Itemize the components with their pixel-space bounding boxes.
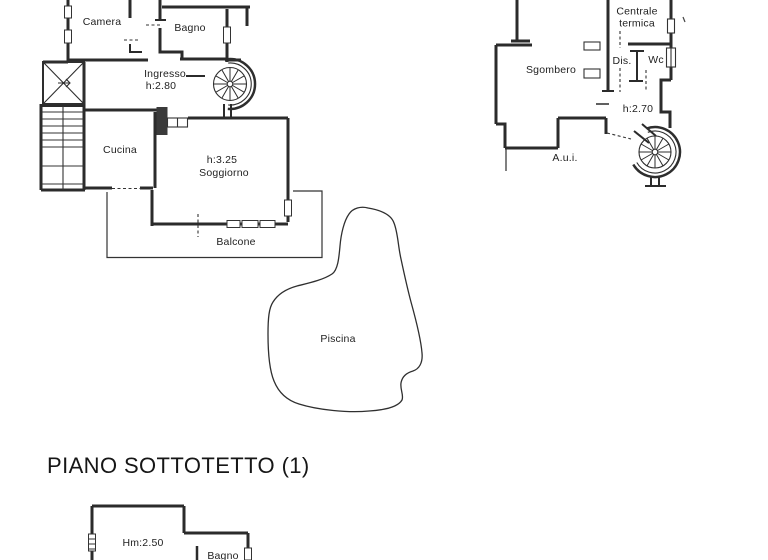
attic-plan-windows <box>88 533 252 560</box>
attic-plan-walls <box>90 504 250 560</box>
balcony-outline <box>106 190 323 259</box>
room-label-camera: Camera <box>82 16 122 28</box>
right-wing-thin-walls <box>505 50 666 187</box>
height-note-soggiorno: h:3.25 <box>206 154 238 166</box>
right-wing-walls <box>494 0 673 150</box>
scan-speck <box>682 16 686 23</box>
room-label-piscina: Piscina <box>320 333 356 345</box>
room-label-soggiorno: Soggiorno <box>199 167 249 179</box>
spiral-staircase-right <box>632 125 682 179</box>
height-note-ingresso: h:2.80 <box>145 80 177 92</box>
room-label-bagno: Bagno <box>174 22 206 34</box>
left-wing-thin-walls <box>41 19 232 117</box>
room-label-cucina: Cucina <box>103 144 137 156</box>
room-label-sgombero: Sgombero <box>525 64 577 76</box>
chimney-pillar <box>156 107 168 135</box>
room-label-attic-bagno: Bagno <box>207 550 239 560</box>
wall-detail <box>166 117 189 128</box>
room-label-wc: Wc <box>648 54 664 66</box>
room-label-aui: A.u.i. <box>552 152 578 164</box>
room-label-dis: Dis. <box>612 55 632 67</box>
height-note-right-wing: h:2.70 <box>622 103 654 115</box>
spiral-staircase-left <box>212 57 257 111</box>
room-label-ingresso: Ingresso <box>144 68 186 80</box>
pool-outline <box>267 206 423 413</box>
staircase-treads <box>41 106 84 190</box>
elevator-symbol <box>42 61 85 105</box>
room-label-balcone: Balcone <box>216 236 256 248</box>
door-opening-marks <box>112 24 199 237</box>
section-title: PIANO SOTTOTETTO (1) <box>47 453 310 478</box>
window-marks <box>64 5 292 228</box>
room-label-centrale-termica: Centrale termica <box>616 5 658 30</box>
height-note-attic: Hm:2.50 <box>122 537 164 549</box>
right-wing-fixtures <box>583 18 677 79</box>
right-wing-door-marks <box>606 31 647 140</box>
